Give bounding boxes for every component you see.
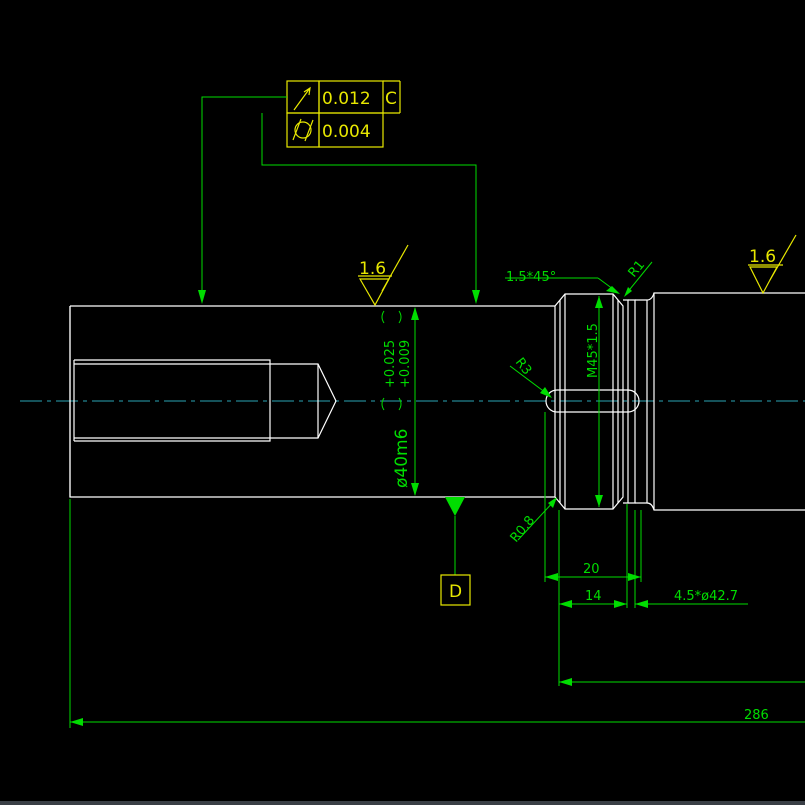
thread-dimension: M45*1.5 [586,296,603,507]
feature-control-frame-cylindricity: 0.004 [286,112,384,148]
radius-r1-label: R1 [626,258,649,281]
roughness-value-right: 1.6 [749,247,776,267]
runout-icon [293,86,311,111]
datum-feature-symbol: D [440,497,471,606]
diameter-lower-deviation: +0.009 [398,340,413,388]
radius-r1-annotation: R1 [624,258,653,297]
datum-label: D [449,582,462,602]
shaft-outline [69,292,805,511]
diameter-callout: ø40m6 [392,429,412,488]
roughness-symbol-left: 1.6 [358,244,409,307]
status-bar [0,801,805,805]
dimension-14-label: 14 [585,589,602,604]
dimension-14: 14 [558,504,628,686]
radius-r3-label: R3 [512,355,534,378]
chamfer-label: 1.5*45° [506,270,556,285]
groove-dimension: 4.5*ø42.7 [634,510,748,608]
thread-label: M45*1.5 [586,323,601,378]
runout-tolerance-value: 0.012 [322,89,371,109]
chamfer-annotation: 1.5*45° [505,270,620,294]
dimension-20-label: 20 [583,562,600,577]
dimension-20: 20 [544,412,642,582]
radius-r08-label: R0.8 [508,513,539,545]
diameter-dimension: ø40m6 +0.025 +0.009 [381,307,419,496]
dimension-286-label: 286 [744,708,769,723]
runout-datum-ref: C [385,89,397,109]
feature-control-frame-runout: 0.012 C [286,80,401,114]
radius-r08-annotation: R0.8 [508,497,557,546]
dimension-shoulder [559,678,805,686]
dimension-286: 286 [69,499,805,728]
diameter-upper-deviation: +0.025 [383,340,398,388]
roughness-value-left: 1.6 [359,259,386,279]
cylindricity-tolerance-value: 0.004 [322,122,371,142]
roughness-symbol-right: 1.6 [748,234,797,295]
groove-label: 4.5*ø42.7 [674,589,738,604]
cylindricity-icon [294,121,312,139]
radius-r3-annotation: R3 [509,355,552,398]
fcf-leaders [198,96,480,304]
